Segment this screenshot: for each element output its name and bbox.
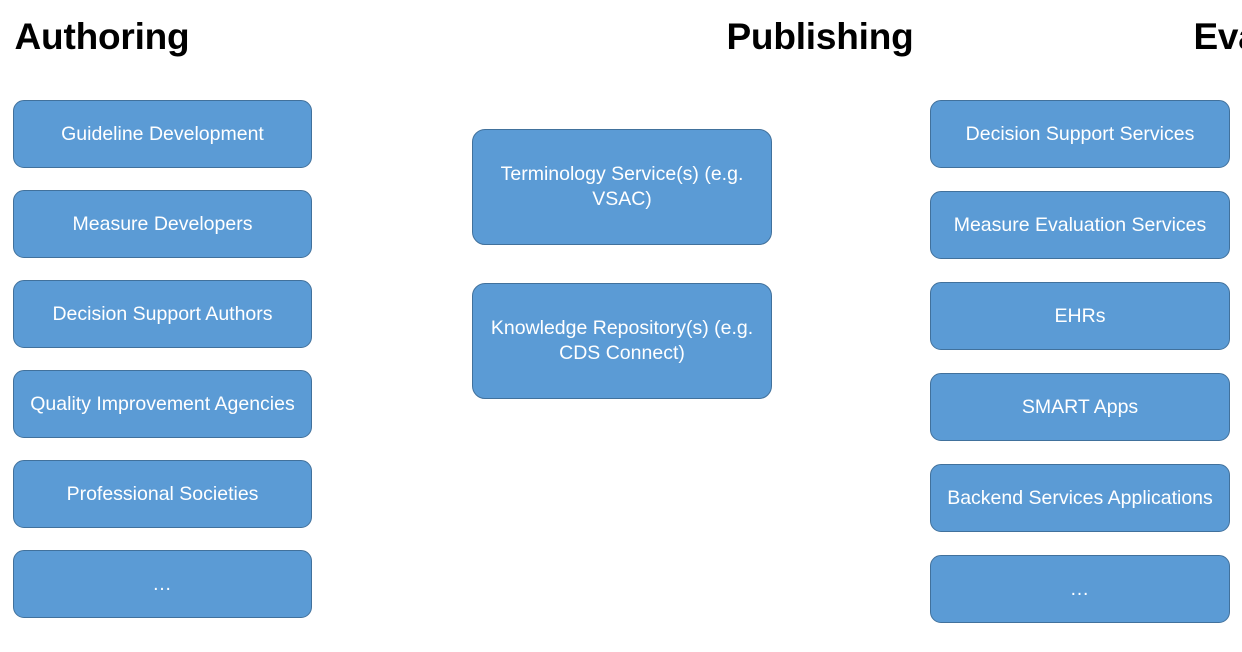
node-label: Measure Developers bbox=[72, 212, 253, 235]
column-heading-publishing: Publishing bbox=[726, 16, 914, 57]
column-evaluation: Evaluation Decision Support Services Mea… bbox=[820, 0, 1242, 652]
node-box-smart-apps[interactable]: SMART Apps bbox=[930, 373, 1230, 441]
column-publishing: Publishing Terminology Service(s) (e.g. … bbox=[420, 0, 914, 652]
node-box-authoring-more[interactable]: … bbox=[13, 550, 312, 618]
column-heading-evaluation: Evaluation bbox=[1193, 16, 1242, 57]
node-box-decision-support-authors[interactable]: Decision Support Authors bbox=[13, 280, 312, 348]
node-label: Decision Support Authors bbox=[52, 302, 273, 325]
node-box-measure-evaluation-services[interactable]: Measure Evaluation Services bbox=[930, 191, 1230, 259]
column-heading-authoring: Authoring bbox=[14, 16, 190, 57]
node-box-ehrs[interactable]: EHRs bbox=[930, 282, 1230, 350]
node-label: … bbox=[1069, 577, 1091, 600]
box-stack-authoring: Guideline Development Measure Developers… bbox=[13, 100, 312, 618]
node-box-backend-services-applications[interactable]: Backend Services Applications bbox=[930, 464, 1230, 532]
column-authoring: Authoring Guideline Development Measure … bbox=[0, 0, 420, 652]
node-box-knowledge-repository[interactable]: Knowledge Repository(s) (e.g. CDS Connec… bbox=[472, 283, 772, 399]
node-label: EHRs bbox=[1054, 304, 1106, 327]
node-label: Professional Societies bbox=[66, 482, 259, 505]
node-box-quality-improvement-agencies[interactable]: Quality Improvement Agencies bbox=[13, 370, 312, 438]
box-stack-publishing: Terminology Service(s) (e.g. VSAC) Knowl… bbox=[472, 129, 772, 399]
node-label: Decision Support Services bbox=[965, 122, 1195, 145]
node-box-decision-support-services[interactable]: Decision Support Services bbox=[930, 100, 1230, 168]
node-box-professional-societies[interactable]: Professional Societies bbox=[13, 460, 312, 528]
node-label: Quality Improvement Agencies bbox=[30, 392, 295, 415]
node-box-guideline-development[interactable]: Guideline Development bbox=[13, 100, 312, 168]
node-box-evaluation-more[interactable]: … bbox=[930, 555, 1230, 623]
node-label: Knowledge Repository(s) (e.g. CDS Connec… bbox=[490, 317, 754, 364]
node-box-terminology-service[interactable]: Terminology Service(s) (e.g. VSAC) bbox=[472, 129, 772, 245]
node-label: … bbox=[152, 572, 173, 595]
box-stack-evaluation: Decision Support Services Measure Evalua… bbox=[930, 100, 1230, 623]
node-box-measure-developers[interactable]: Measure Developers bbox=[13, 190, 312, 258]
node-label: SMART Apps bbox=[1021, 395, 1139, 418]
node-label: Terminology Service(s) (e.g. VSAC) bbox=[500, 163, 744, 210]
node-label: Measure Evaluation Services bbox=[953, 213, 1207, 236]
node-label: Guideline Development bbox=[61, 122, 264, 145]
node-label: Backend Services Applications bbox=[947, 486, 1213, 509]
